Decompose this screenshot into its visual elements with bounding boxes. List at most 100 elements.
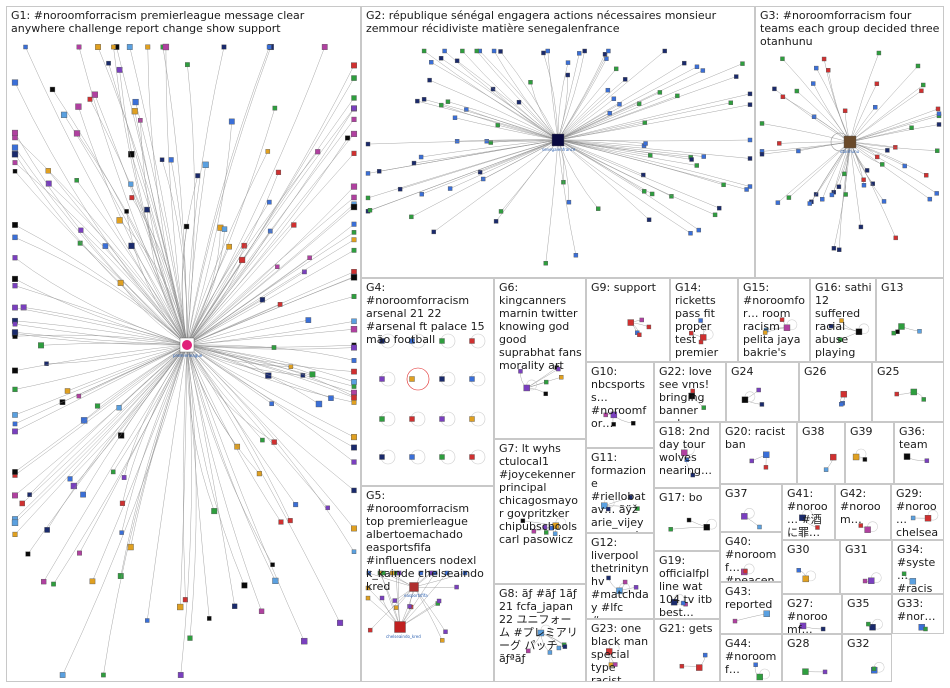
node[interactable] [350,326,358,333]
node[interactable] [717,205,722,211]
node[interactable] [131,108,138,115]
group-g24[interactable]: G24 [726,362,799,422]
node[interactable] [815,525,820,530]
node[interactable] [101,672,106,678]
node[interactable] [77,550,82,556]
node[interactable] [641,172,646,178]
node[interactable] [44,361,49,366]
node[interactable] [271,345,277,350]
node[interactable] [45,168,51,174]
node[interactable] [469,416,475,422]
node[interactable] [305,317,312,323]
node[interactable] [796,148,801,154]
node[interactable] [95,44,101,50]
group-g40[interactable]: G40: #noroomf… #peacen… [720,532,782,582]
node[interactable] [820,197,825,202]
node[interactable] [351,384,357,389]
node[interactable] [409,454,415,460]
node[interactable] [756,387,761,393]
node[interactable] [636,101,642,106]
node[interactable] [898,323,905,330]
node[interactable] [19,500,25,507]
node[interactable] [119,500,126,506]
node[interactable] [811,81,816,86]
node[interactable] [439,338,445,344]
node[interactable] [881,199,887,204]
node[interactable] [12,304,18,311]
node[interactable] [839,318,844,323]
node[interactable] [126,44,133,50]
node[interactable] [702,652,708,658]
node[interactable] [12,386,18,393]
node[interactable] [843,192,848,197]
node[interactable] [772,86,777,92]
node[interactable] [117,279,124,286]
group-g28[interactable]: G28 [782,634,842,682]
node[interactable] [777,141,782,146]
node[interactable] [637,332,642,338]
node[interactable] [643,141,648,146]
node[interactable] [241,582,248,589]
node[interactable] [89,578,96,585]
node[interactable] [337,619,344,626]
node[interactable] [256,471,262,477]
node[interactable] [469,454,475,460]
node[interactable] [11,151,19,158]
node[interactable] [694,64,700,70]
node[interactable] [381,570,386,576]
node[interactable] [891,330,896,336]
node[interactable] [491,48,497,54]
node[interactable] [301,637,308,645]
node[interactable] [814,65,819,71]
node[interactable] [351,95,357,101]
node[interactable] [128,151,135,158]
node[interactable] [657,90,663,95]
node[interactable] [756,673,763,681]
node[interactable] [869,624,876,631]
node[interactable] [271,439,277,445]
group-g7[interactable]: G7: lt wyhs ctulocal1 #joycekenner princ… [494,439,586,584]
group-g20[interactable]: G20: racist ban [720,422,797,484]
group-g32[interactable]: G32 [842,634,892,682]
node[interactable] [110,469,116,475]
node[interactable] [780,94,786,100]
node[interactable] [12,428,18,435]
node[interactable] [920,82,926,88]
node[interactable] [195,173,201,179]
node[interactable] [842,171,847,177]
node[interactable] [351,444,357,451]
node[interactable] [272,577,279,584]
node[interactable] [662,48,667,54]
node[interactable] [601,502,608,509]
node[interactable] [840,390,848,398]
node[interactable] [443,629,448,634]
node[interactable] [315,400,323,408]
node[interactable] [747,156,753,161]
node[interactable] [293,502,299,508]
group-g15[interactable]: G15: #noroomfor… room racism pelita jaya… [738,278,810,362]
node[interactable] [861,177,866,182]
node[interactable] [775,200,781,205]
node[interactable] [873,105,878,110]
node[interactable] [520,518,526,523]
node[interactable] [876,50,882,56]
node[interactable] [582,48,587,54]
group-g30[interactable]: G30 [782,540,840,594]
node[interactable] [689,157,694,162]
node[interactable] [562,644,568,649]
node[interactable] [379,595,385,601]
node[interactable] [351,399,357,405]
node[interactable] [794,88,800,94]
node[interactable] [12,329,18,336]
group-g33[interactable]: G33: #nor… [892,594,944,634]
node[interactable] [74,178,79,183]
node[interactable] [565,72,570,78]
node[interactable] [275,264,280,270]
node[interactable] [830,453,837,461]
node[interactable] [124,209,129,214]
node[interactable] [162,43,170,51]
node[interactable] [700,68,706,73]
group-g39[interactable]: G39 [845,422,894,484]
node[interactable] [350,130,358,137]
node[interactable] [885,148,890,153]
